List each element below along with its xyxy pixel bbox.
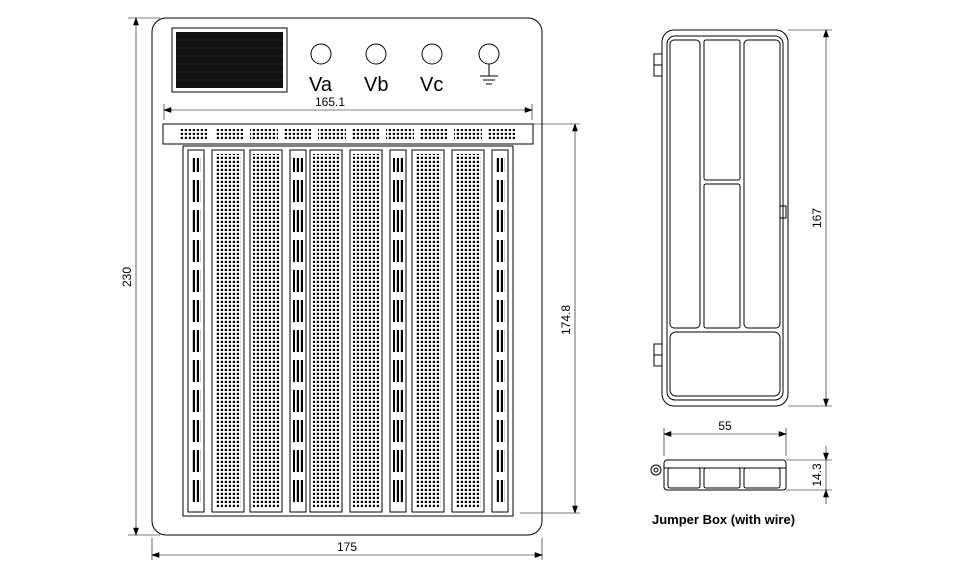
dim-box-depth: 14.3 bbox=[810, 463, 824, 487]
dim-breadboard-height: 174.8 bbox=[559, 305, 573, 335]
jumper-box-compartments bbox=[669, 39, 781, 397]
dim-board-height: 230 bbox=[120, 267, 134, 287]
dim-box-width: 55 bbox=[718, 419, 732, 433]
power-rail-holes bbox=[293, 158, 303, 504]
power-rail bbox=[389, 149, 407, 513]
terminal-strip bbox=[211, 149, 245, 513]
terminal-strip bbox=[309, 149, 343, 513]
power-rail-holes bbox=[495, 158, 505, 504]
dim-line-box-height bbox=[788, 29, 832, 407]
dim-line-breadboard-width bbox=[163, 104, 533, 120]
dim-line-box-width bbox=[663, 428, 787, 456]
terminal-strip bbox=[349, 149, 383, 513]
display-panel bbox=[171, 27, 288, 93]
jumper-box-caption: Jumper Box (with wire) bbox=[652, 512, 796, 527]
label-vc: Vc bbox=[420, 74, 443, 96]
board-outline bbox=[151, 17, 543, 536]
dim-board-width: 175 bbox=[337, 540, 357, 554]
label-vb: Vb bbox=[364, 74, 388, 96]
top-bus-strip bbox=[162, 123, 534, 145]
terminal-strip bbox=[451, 149, 485, 513]
jumper-box-outline bbox=[661, 29, 789, 407]
breadboard-columns bbox=[187, 149, 509, 513]
terminal-vb bbox=[365, 43, 387, 65]
terminal-strip-holes bbox=[313, 154, 339, 508]
terminal-strip bbox=[411, 149, 445, 513]
power-rail bbox=[187, 149, 205, 513]
terminal-strip bbox=[249, 149, 283, 513]
dim-line-board-width bbox=[151, 538, 543, 560]
terminal-vc bbox=[421, 43, 443, 65]
terminal-strip-holes bbox=[415, 154, 441, 508]
dim-breadboard-width: 165.1 bbox=[315, 95, 345, 109]
dim-box-height: 167 bbox=[810, 208, 824, 228]
terminal-va bbox=[310, 43, 332, 65]
power-rail-holes bbox=[393, 158, 403, 504]
label-va: Va bbox=[309, 74, 333, 96]
dim-line-breadboard-height bbox=[520, 123, 580, 514]
power-rail bbox=[289, 149, 307, 513]
power-rail-holes bbox=[191, 158, 201, 504]
jumper-box-hinges bbox=[653, 53, 787, 367]
breadboard-area bbox=[182, 145, 514, 517]
ground-icon bbox=[480, 64, 498, 85]
power-rail bbox=[491, 149, 509, 513]
display-screen bbox=[176, 32, 283, 88]
terminal-strip-holes bbox=[353, 154, 379, 508]
terminal-strip-holes bbox=[215, 154, 241, 508]
terminal-strip-holes bbox=[253, 154, 279, 508]
dim-line-box-depth bbox=[786, 446, 832, 504]
top-bus-holes bbox=[180, 129, 516, 139]
jumper-box-side-view bbox=[650, 459, 787, 491]
jumper-box-inner bbox=[666, 35, 784, 401]
dim-line-board-height bbox=[128, 17, 160, 536]
terminal-strip-holes bbox=[455, 154, 481, 508]
terminal-ground bbox=[478, 43, 500, 65]
